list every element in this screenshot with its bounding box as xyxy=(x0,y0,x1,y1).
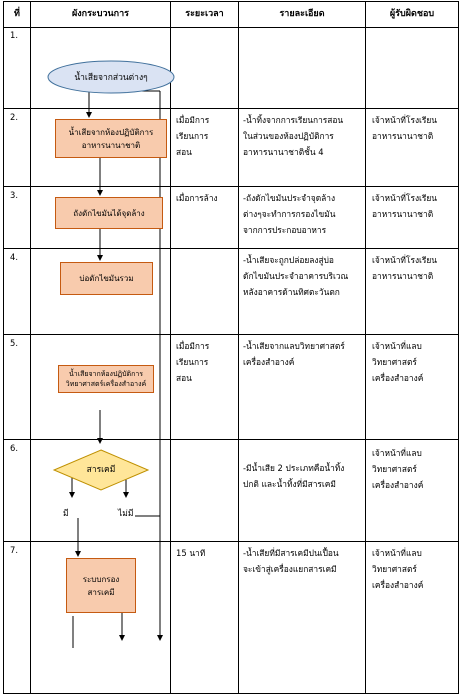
responsible-line: วิทยาศาสตร์ xyxy=(372,464,417,474)
detail-line: ดักไขมันประจำอาคารบริเวณ xyxy=(243,271,349,281)
detail-line: เครื่องสำอางค์ xyxy=(243,357,295,367)
responsible-cell: เจ้าหน้าที่แลบ วิทยาศาสตร์ เครื่องสำอางค… xyxy=(372,445,423,493)
responsible-line: วิทยาศาสตร์ xyxy=(372,564,417,574)
detail-line: อาหารนานาชาติชั้น 4 xyxy=(243,147,324,157)
responsible-cell: เจ้าหน้าที่แลบ วิทยาศาสตร์ เครื่องสำอางค… xyxy=(372,545,423,593)
responsible-line: เครื่องสำอางค์ xyxy=(372,480,424,490)
detail-cell: -น้ำเสียที่มีสารเคมีปนเปื้อน จะเข้าสู่เค… xyxy=(243,545,339,577)
responsible-line: เจ้าหน้าที่โรงเรียน xyxy=(372,193,438,203)
responsible-cell: เจ้าหน้าที่โรงเรียน อาหารนานาชาติ xyxy=(372,190,437,222)
time-cell: 15 นาที xyxy=(176,545,205,561)
detail-line: -น้ำทิ้งจากการเรียนการสอน xyxy=(243,115,344,125)
responsible-line: เจ้าหน้าที่แลบ xyxy=(372,341,422,351)
row-number: 7. xyxy=(10,545,18,555)
detail-line: จะเข้าสู่เครื่องแยกสารเคมี xyxy=(243,564,337,574)
row-number: 1. xyxy=(10,30,18,40)
detail-line: -น้ำเสียจากแลบวิทยาศาสตร์ xyxy=(243,341,345,351)
detail-line: จากการประกอบอาหาร xyxy=(243,225,327,235)
header-detail: รายละเอียด xyxy=(279,9,325,19)
detail-cell: -น้ำเสียจะถูกปล่อยลงสู่บ่อ ดักไขมันประจำ… xyxy=(243,252,348,300)
responsible-cell: เจ้าหน้าที่แลบ วิทยาศาสตร์ เครื่องสำอางค… xyxy=(372,338,423,386)
row-number: 6. xyxy=(10,443,18,453)
flow-box-grease-pit: บ่อดักไขมันรวม xyxy=(60,262,153,295)
flow-box-lab-cosmetic: น้ำเสียจากห้องปฏิบัติการวิทยาศาสตร์เครื่… xyxy=(58,365,154,393)
detail-line: -ถังดักไขมันประจำจุดล้าง xyxy=(243,193,336,203)
flow-decision-label: สารเคมี xyxy=(86,465,116,475)
detail-cell: -ถังดักไขมันประจำจุดล้าง ต่างๆจะทำการกรอ… xyxy=(243,190,336,238)
time-line: สอน xyxy=(176,373,192,383)
responsible-cell: เจ้าหน้าที่โรงเรียน อาหารนานาชาติ xyxy=(372,112,437,144)
detail-cell: -น้ำเสียจากแลบวิทยาศาสตร์ เครื่องสำอางค์ xyxy=(243,338,345,370)
responsible-cell: เจ้าหน้าที่โรงเรียน อาหารนานาชาติ xyxy=(372,252,437,284)
responsible-line: อาหารนานาชาติ xyxy=(372,271,434,281)
detail-line: -น้ำเสียจะถูกปล่อยลงสู่บ่อ xyxy=(243,255,334,265)
time-line: เรียนการ xyxy=(176,131,209,141)
time-line: เมื่อมีการ xyxy=(176,115,210,125)
decision-no-label: ไม่มี xyxy=(118,509,134,519)
header-time: ระยะเวลา xyxy=(185,9,224,19)
detail-line: ต่างๆจะทำการกรองไขมัน xyxy=(243,209,336,219)
responsible-line: เจ้าหน้าที่โรงเรียน xyxy=(372,255,438,265)
detail-line: -น้ำเสียที่มีสารเคมีปนเปื้อน xyxy=(243,548,339,558)
header-flow: ผังกระบวนการ xyxy=(71,9,130,19)
time-cell: เมื่อมีการ เรียนการ สอน xyxy=(176,338,209,386)
row-number: 2. xyxy=(10,112,18,122)
detail-cell: -น้ำทิ้งจากการเรียนการสอน ในส่วนของห้องป… xyxy=(243,112,343,160)
row-number: 4. xyxy=(10,252,18,262)
responsible-line: อาหารนานาชาติ xyxy=(372,209,434,219)
header-responsible: ผู้รับผิดชอบ xyxy=(389,9,435,19)
flow-box-lab-food: น้ำเสียจากห้องปฏิบัติการอาหารนานาชาติ xyxy=(55,119,167,158)
detail-cell: -มีน้ำเสีย 2 ประเภทคือน้ำทิ้ง ปกติ และน้… xyxy=(243,460,344,492)
responsible-line: เครื่องสำอางค์ xyxy=(372,373,424,383)
time-cell: เมื่อมีการ เรียนการ สอน xyxy=(176,112,209,160)
responsible-line: เจ้าหน้าที่โรงเรียน xyxy=(372,115,438,125)
flow-ellipse-start xyxy=(47,60,175,94)
row-number: 3. xyxy=(10,190,18,200)
responsible-line: เจ้าหน้าที่แลบ xyxy=(372,448,422,458)
time-line: สอน xyxy=(176,147,192,157)
time-line: เมื่อการล้าง xyxy=(176,193,218,203)
detail-line: -มีน้ำเสีย 2 ประเภทคือน้ำทิ้ง xyxy=(243,463,345,473)
responsible-line: วิทยาศาสตร์ xyxy=(372,357,417,367)
time-line: 15 นาที xyxy=(176,548,206,558)
row-number: 5. xyxy=(10,338,18,348)
time-cell: เมื่อการล้าง xyxy=(176,190,218,206)
header-no: ที่ xyxy=(14,9,20,19)
detail-line: ในส่วนของห้องปฏิบัติการ xyxy=(243,131,334,141)
flow-start-label: น้ำเสียจากส่วนต่างๆ xyxy=(74,73,148,83)
flow-box-grease-trap-sink: ถังดักไขมันได้จุดล้าง xyxy=(55,197,163,229)
flow-decision-diamond xyxy=(52,449,150,491)
time-line: เรียนการ xyxy=(176,357,209,367)
responsible-line: อาหารนานาชาติ xyxy=(372,131,434,141)
responsible-line: เครื่องสำอางค์ xyxy=(372,580,424,590)
detail-line: ปกติ และน้ำทิ้งที่มีสารเคมี xyxy=(243,479,336,489)
decision-yes-label: มี xyxy=(63,509,69,519)
responsible-line: เจ้าหน้าที่แลบ xyxy=(372,548,422,558)
detail-line: หลังอาคารด้านทิศตะวันตก xyxy=(243,287,340,297)
time-line: เมื่อมีการ xyxy=(176,341,210,351)
flow-box-chemical-filter: ระบบกรองสารเคมี xyxy=(66,558,136,613)
